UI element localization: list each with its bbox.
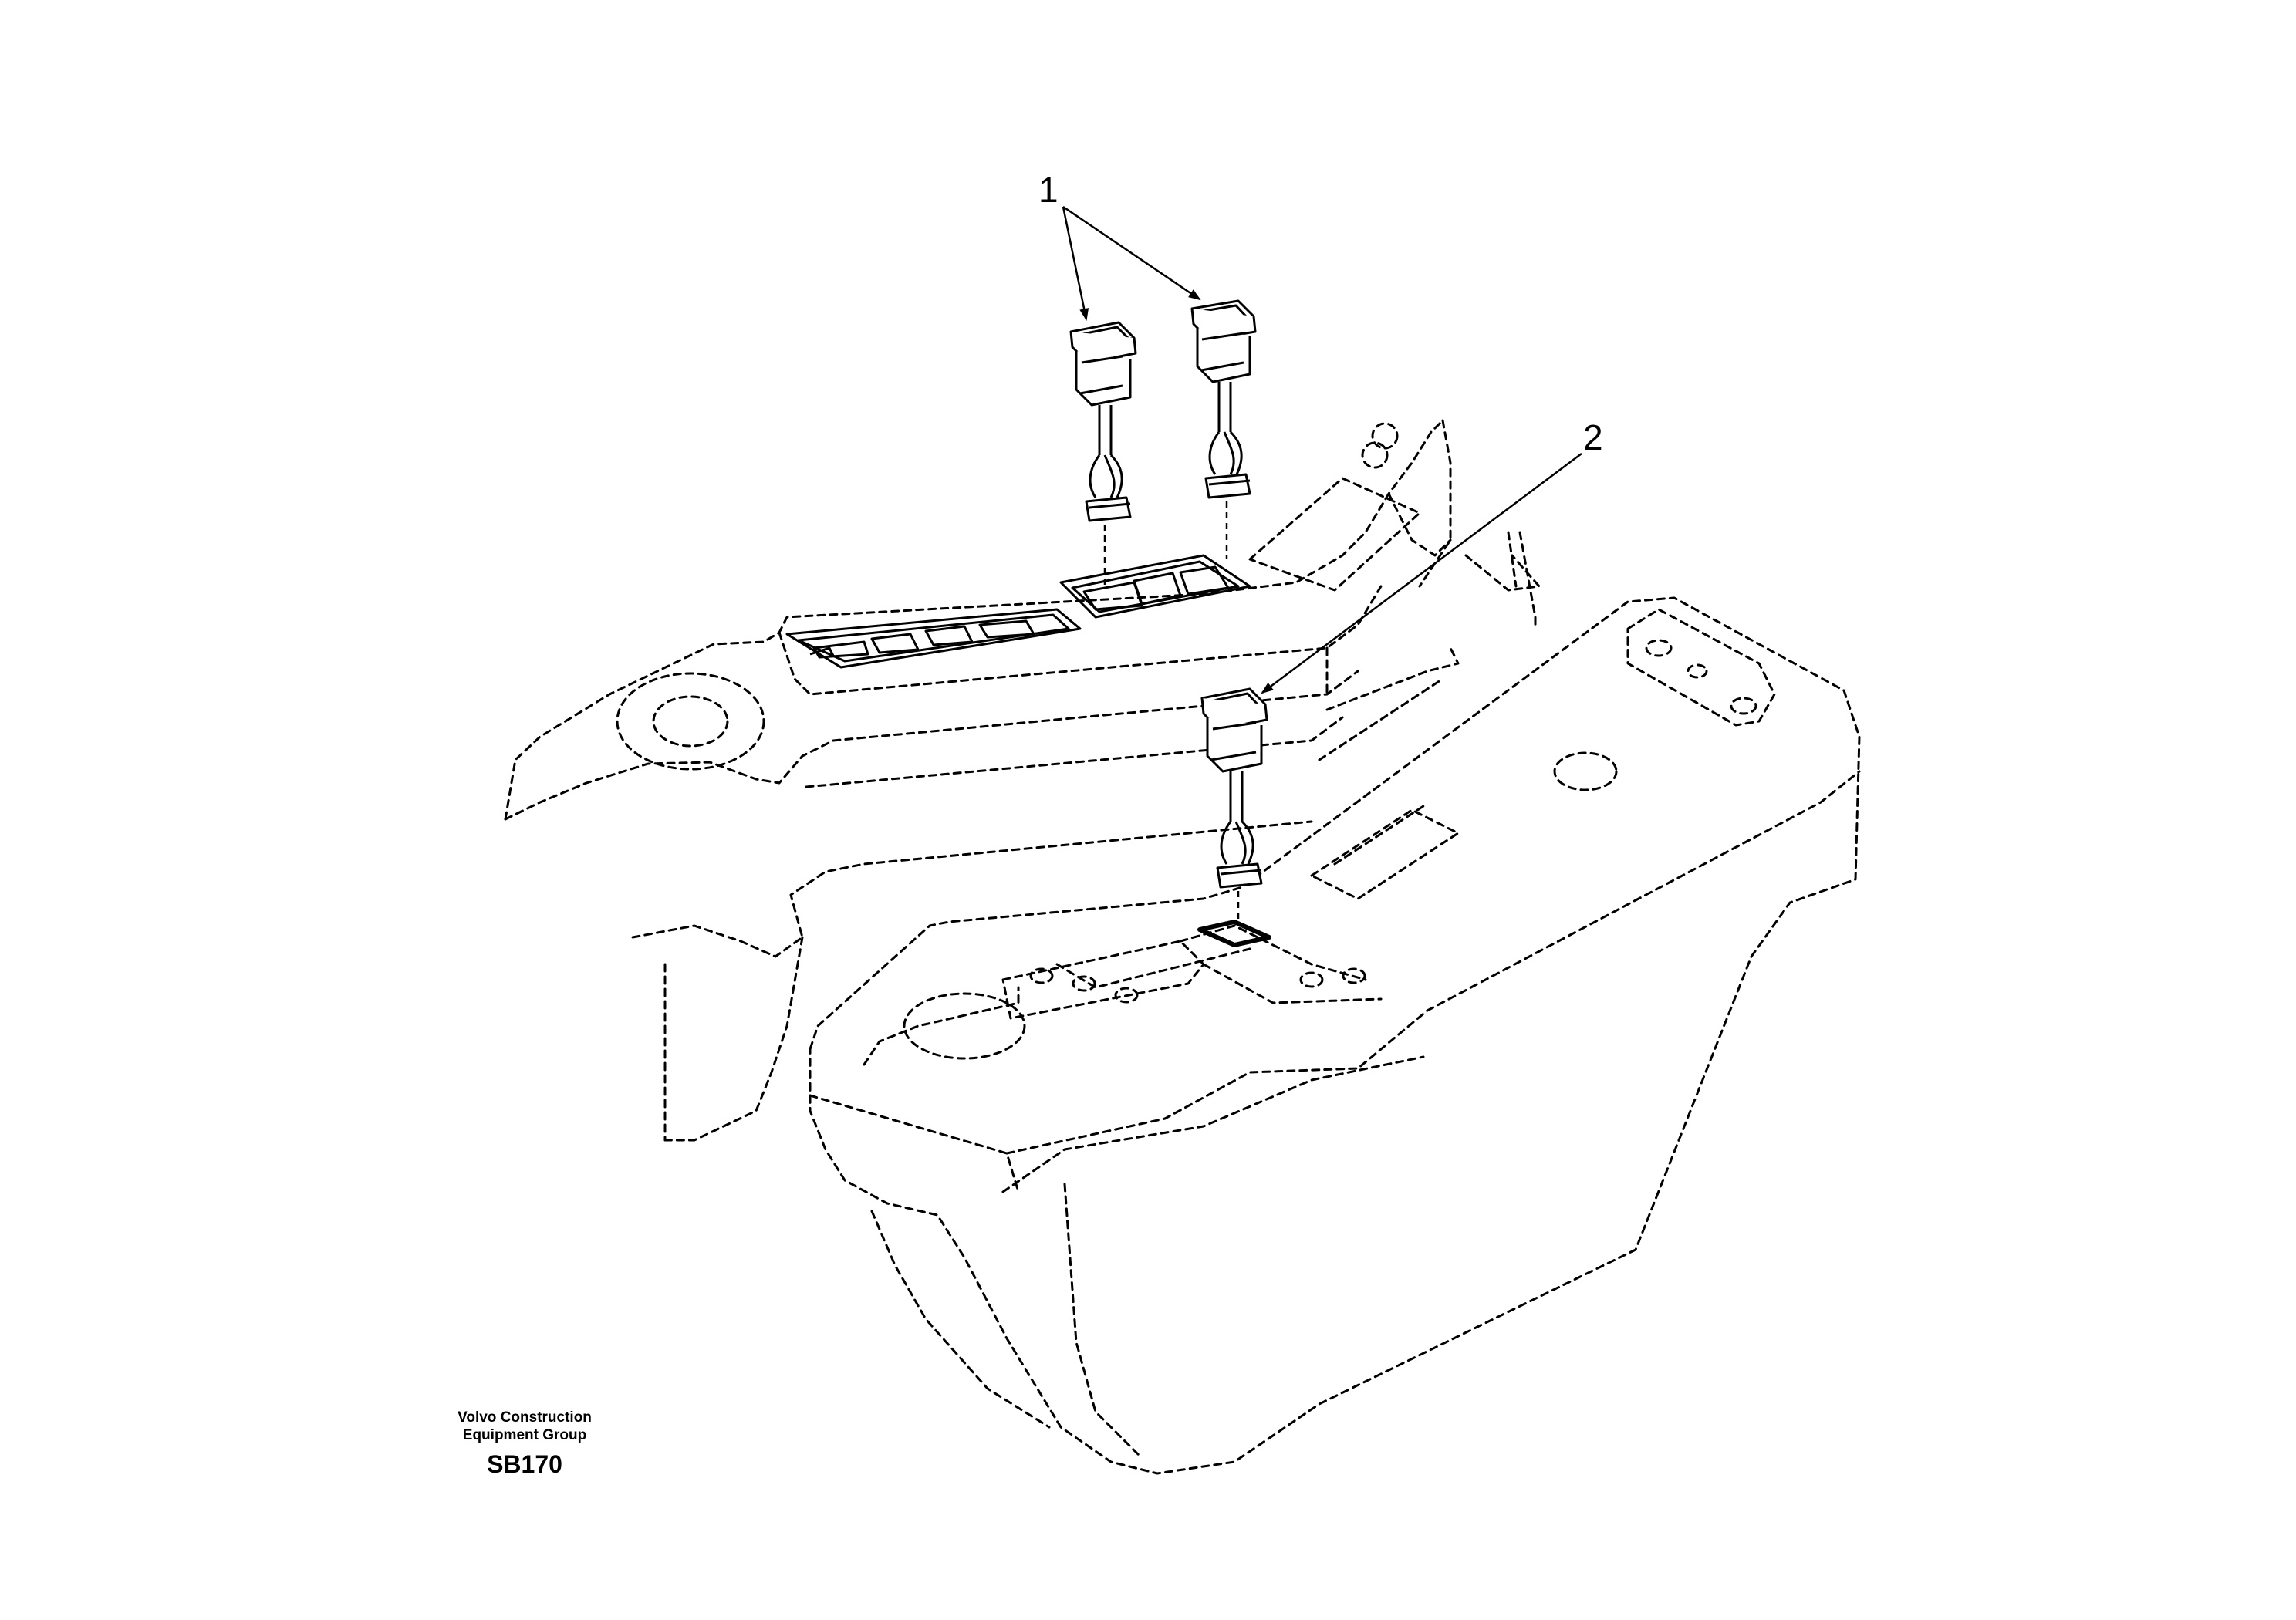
drawing-code: SB170 [487,1450,562,1478]
console-outline [504,419,1861,1475]
switch-panel-left [785,608,1082,669]
rocker-switch-2 [1200,687,1268,922]
publisher-line-2: Equipment Group [462,1427,587,1443]
switch-panel-right [1059,554,1251,619]
callout-2-label: 2 [1583,417,1603,457]
callout-2-leader [1261,452,1582,694]
rocker-switch-1a [1069,321,1137,586]
switch-cutout-console [1197,920,1271,947]
publisher-block: Volvo Construction Equipment Group SB170 [432,1409,617,1479]
callout-1-label: 1 [1038,170,1059,210]
rocker-switch-1b [1190,299,1257,559]
callout-1-leaders [1062,205,1201,321]
publisher-line-1: Volvo Construction [458,1409,592,1426]
